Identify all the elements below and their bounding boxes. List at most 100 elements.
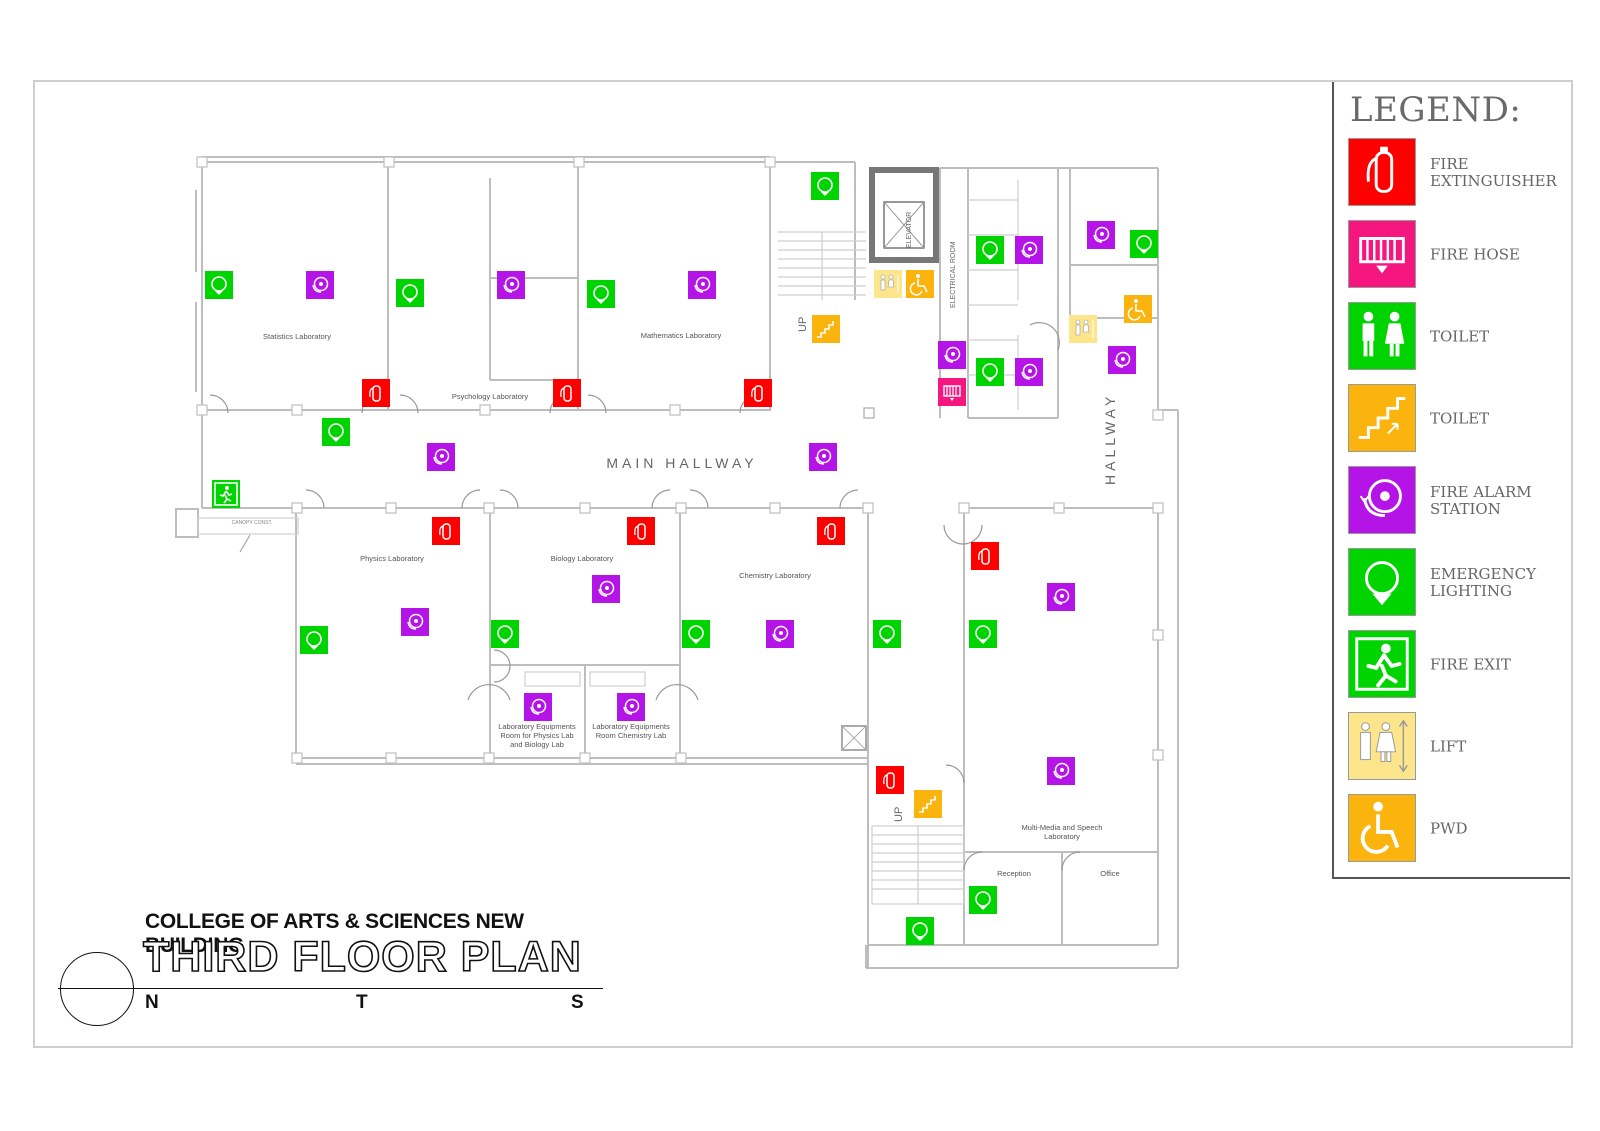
- canopy-label: CANOPY CONST.: [232, 520, 273, 526]
- up-label-bottom: UP: [893, 807, 905, 822]
- legend-item-toilet: TOILET: [1348, 302, 1570, 372]
- legend-label: TOILET: [1430, 327, 1490, 346]
- main-hallway-label: MAIN HALLWAY: [606, 455, 757, 471]
- fire-alarm-icon: [1047, 583, 1075, 611]
- fire-alarm-icon: [938, 341, 966, 369]
- fire-extinguisher-icon: [876, 766, 904, 794]
- fire-alarm-icon: [688, 271, 716, 299]
- emergency-light-icon: [1130, 230, 1158, 258]
- fire-extinguisher-icon: [362, 379, 390, 407]
- lift-icon: [1348, 712, 1416, 780]
- room-label-lab-equipments-1c: and Biology Lab: [510, 740, 564, 749]
- room-label-office: Office: [1100, 869, 1119, 878]
- room-label-multimedia-b: Laboratory: [1044, 832, 1080, 841]
- fire-alarm-icon: [809, 443, 837, 471]
- elevator-shaft: [869, 167, 939, 263]
- room-label-statistics: Statistics Laboratory: [263, 332, 331, 341]
- room-label-mathematics: Mathematics Laboratory: [641, 331, 722, 340]
- fire-exit-icon: [212, 480, 240, 508]
- legend-item-fire-extinguisher: FIRE EXTINGUISHER: [1348, 138, 1570, 208]
- upper-labs-outline: [201, 161, 771, 411]
- emergency-light-icon: [976, 236, 1004, 264]
- nts-letter-n: N: [145, 992, 159, 1013]
- emergency-light-icon: [969, 620, 997, 648]
- plan-title: THIRD FLOOR PLAN: [142, 932, 582, 982]
- stairs-icon: [1348, 384, 1416, 452]
- emergency-light-icon: [300, 626, 328, 654]
- pwd-icon: [1124, 295, 1152, 323]
- legend-item-fire-alarm: FIRE ALARM STATION: [1348, 466, 1570, 536]
- emergency-light-icon: [811, 172, 839, 200]
- room-label-lab-equipments-2a: Laboratory Equipments: [592, 722, 670, 731]
- title-block: COLLEGE OF ARTS & SCIENCES NEW BUILDING …: [58, 905, 618, 1026]
- room-label-lab-equipments-1b: Room for Physics Lab: [500, 731, 573, 740]
- fire-alarm-icon: [1015, 358, 1043, 386]
- emergency-light-icon: [587, 280, 615, 308]
- room-label-biology: Biology Laboratory: [551, 554, 614, 563]
- legend-label: LIFT: [1430, 737, 1467, 756]
- legend-panel: LEGEND: FIRE EXTINGUISHER FIRE HOSE TOIL…: [1332, 82, 1570, 879]
- legend-item-stairs: TOILET: [1348, 384, 1570, 454]
- fire-alarm-icon: [592, 575, 620, 603]
- columns: [196, 156, 1164, 764]
- fire-alarm-icon: [1087, 221, 1115, 249]
- room-label-lab-equipments-2b: Room Chemistry Lab: [596, 731, 666, 740]
- legend-item-fire-exit: FIRE EXIT: [1348, 630, 1570, 700]
- fire-extinguisher-icon: [432, 517, 460, 545]
- fire-extinguisher-icon: [971, 542, 999, 570]
- legend-item-pwd: PWD: [1348, 794, 1570, 864]
- fire-alarm-icon: [401, 608, 429, 636]
- legend-item-lift: LIFT: [1348, 712, 1570, 782]
- fire-exit-icon: [1348, 630, 1416, 698]
- fire-hose-icon: [1348, 220, 1416, 288]
- legend-label: PWD: [1430, 819, 1468, 838]
- emergency-light-icon: [976, 358, 1004, 386]
- walls: [175, 156, 1179, 969]
- room-label-psychology: Psychology Laboratory: [452, 392, 529, 401]
- fire-alarm-icon: [497, 271, 525, 299]
- lift-icon: [1069, 315, 1097, 343]
- fire-alarm-icon: [766, 620, 794, 648]
- hallway-label: HALLWAY: [1102, 393, 1118, 485]
- fire-alarm-icon: [427, 443, 455, 471]
- legend-label: TOILET: [1430, 409, 1490, 428]
- fire-extinguisher-icon: [1348, 138, 1416, 206]
- north-symbol: [60, 952, 134, 1026]
- lift-icon: [874, 270, 902, 298]
- fire-alarm-icon: [1015, 236, 1043, 264]
- fire-alarm-icon: [524, 693, 552, 721]
- fire-hose-icon: [938, 378, 966, 406]
- fire-alarm-icon: [617, 693, 645, 721]
- stairs-icon: [812, 315, 840, 343]
- pwd-icon: [1348, 794, 1416, 862]
- drawing-sheet-border: [33, 80, 1573, 1048]
- title-rule: [58, 988, 603, 989]
- emergency-light-icon: [969, 886, 997, 914]
- nts-letter-s: S: [571, 992, 584, 1013]
- legend-label: FIRE EXTINGUISHER: [1430, 155, 1557, 190]
- fire-extinguisher-icon: [744, 379, 772, 407]
- legend-label: EMERGENCY LIGHTING: [1430, 565, 1536, 600]
- emergency-light-icon: [906, 917, 934, 945]
- emergency-light-icon: [396, 279, 424, 307]
- emergency-light-icon: [491, 620, 519, 648]
- room-label-reception: Reception: [997, 869, 1031, 878]
- emergency-light-icon: [873, 620, 901, 648]
- room-label-lab-equipments-1a: Laboratory Equipments: [498, 722, 576, 731]
- legend-label: FIRE HOSE: [1430, 245, 1520, 264]
- fire-extinguisher-icon: [553, 379, 581, 407]
- up-label-top: UP: [797, 317, 809, 332]
- legend-title: LEGEND:: [1350, 90, 1522, 130]
- emergency-light-icon: [205, 271, 233, 299]
- plan-symbols: [205, 172, 1158, 945]
- fire-alarm-icon: [1348, 466, 1416, 534]
- room-label-physics: Physics Laboratory: [360, 554, 424, 563]
- pwd-icon: [906, 270, 934, 298]
- legend-label: FIRE ALARM STATION: [1430, 483, 1532, 518]
- emergency-light-icon: [322, 418, 350, 446]
- fire-alarm-icon: [306, 271, 334, 299]
- fire-alarm-icon: [1108, 346, 1136, 374]
- fire-extinguisher-icon: [817, 517, 845, 545]
- legend-item-emergency-lighting: EMERGENCY LIGHTING: [1348, 548, 1570, 618]
- legend-label: FIRE EXIT: [1430, 655, 1511, 674]
